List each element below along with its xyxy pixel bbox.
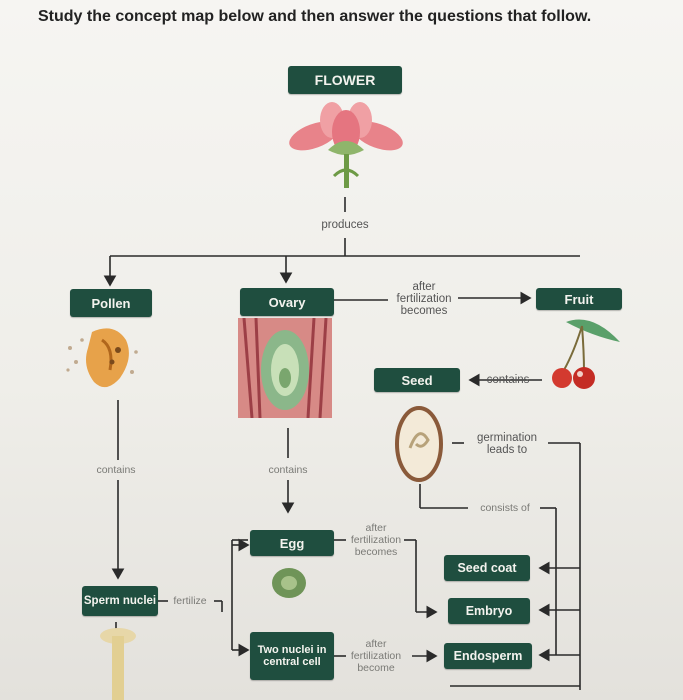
- seed-coat-node: Seed coat: [444, 555, 530, 581]
- consists-of-label: consists of: [480, 502, 530, 514]
- pollen-illustration: [66, 328, 138, 388]
- sperm-nuclei-node: Sperm nuclei: [82, 586, 158, 616]
- contains-pollen-label: contains: [96, 464, 136, 476]
- ovary-node: Ovary: [240, 288, 334, 316]
- germination-leads-to-label: germination leads to: [476, 432, 538, 456]
- after-fertilization-become-label-3: after fertilization become: [350, 638, 402, 674]
- embryo-node: Embryo: [448, 598, 530, 624]
- contains-fruit-label: contains: [486, 374, 530, 386]
- seed-illustration: [395, 406, 443, 482]
- question-text: Study the concept map below and then ans…: [38, 8, 592, 25]
- egg-illustration: [272, 568, 306, 598]
- contains-ovary-label: contains: [268, 464, 308, 476]
- after-fertilization-becomes-label-2: after fertilization becomes: [350, 522, 402, 558]
- ovary-illustration: [238, 318, 332, 418]
- egg-node: Egg: [250, 530, 334, 556]
- fruit-node: Fruit: [536, 288, 622, 310]
- two-nuclei-node: Two nuclei in central cell: [250, 632, 334, 680]
- cherry-illustration: [552, 319, 620, 389]
- pollen-tube-illustration: [100, 628, 136, 700]
- endosperm-node: Endosperm: [444, 643, 532, 669]
- fertilize-label: fertilize: [173, 595, 207, 607]
- seed-node: Seed: [374, 368, 460, 392]
- produces-label: produces: [321, 219, 369, 231]
- flower-illustration: [289, 102, 403, 188]
- flower-node: FLOWER: [288, 66, 402, 94]
- after-fertilization-becomes-label-1: after fertilization becomes: [396, 281, 452, 317]
- pollen-node: Pollen: [70, 289, 152, 317]
